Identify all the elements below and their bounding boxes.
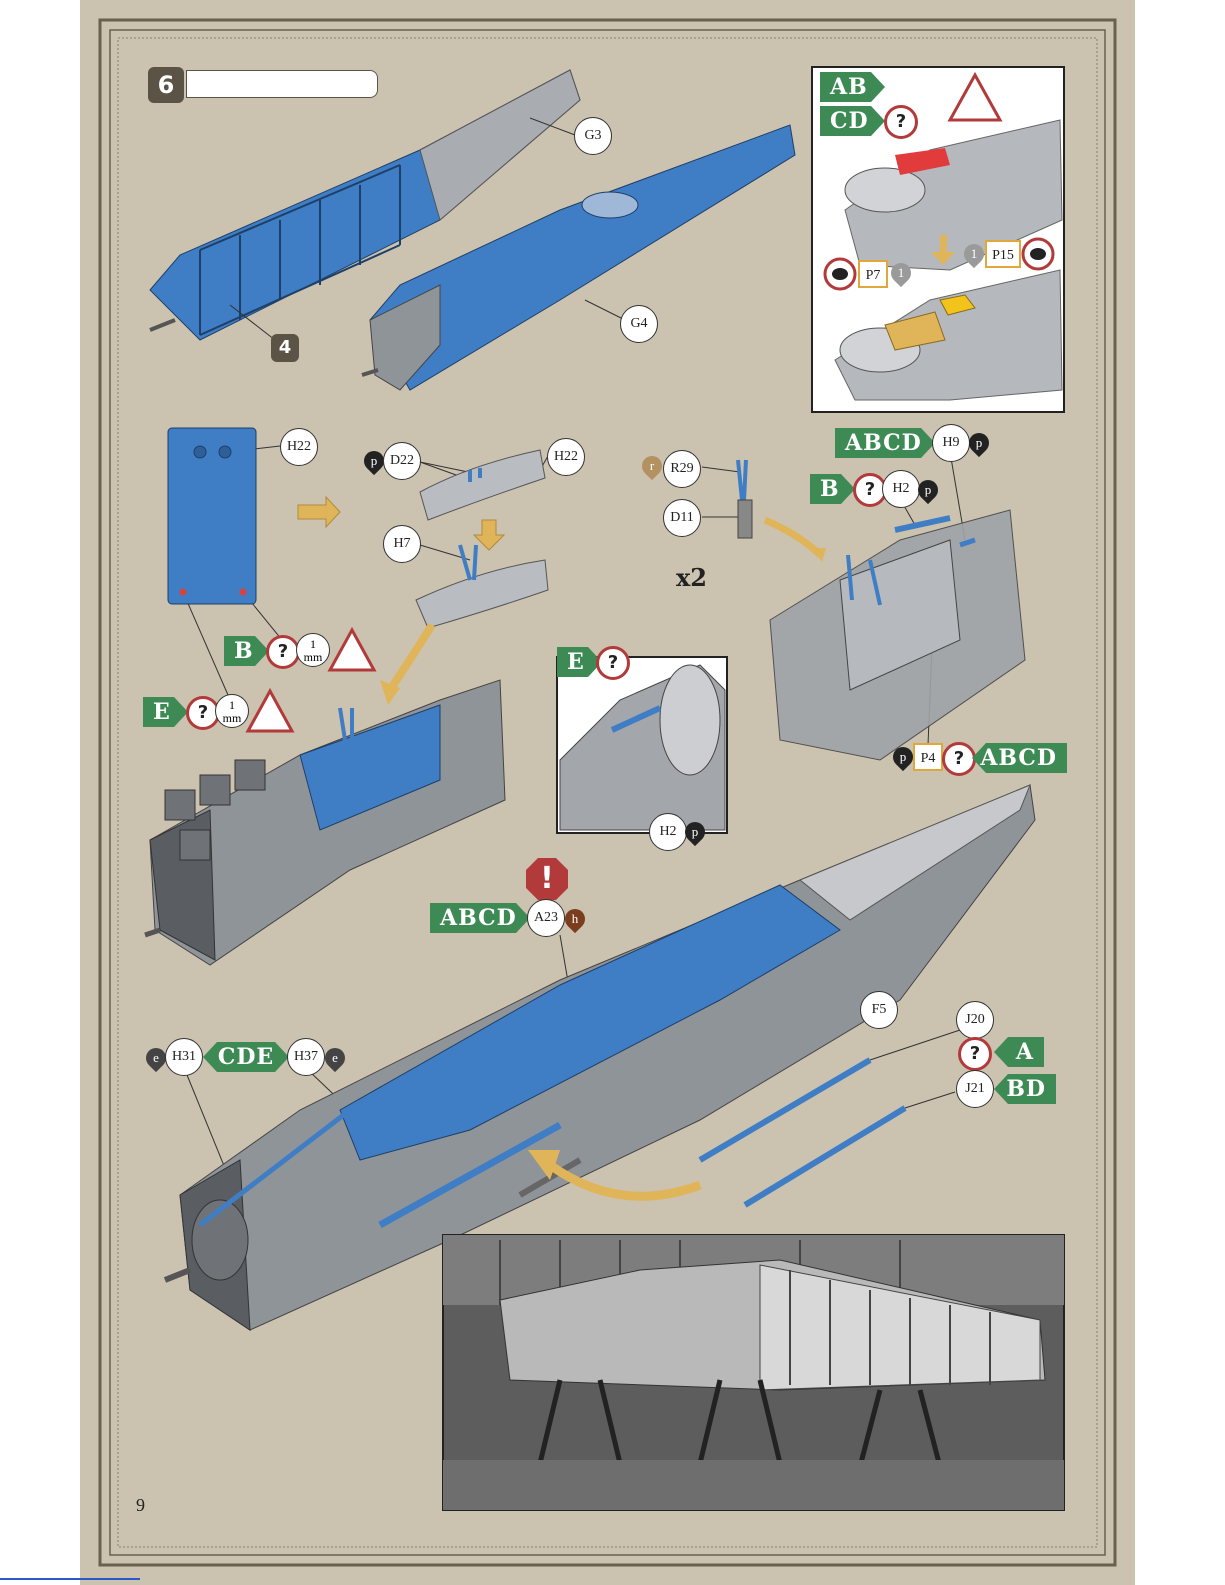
question-icon: ?: [942, 742, 976, 776]
drill-size-unit: mm: [304, 650, 323, 664]
question-icon: ?: [884, 105, 918, 139]
part-label-g4: G4: [620, 305, 658, 343]
part-label-h31: H31: [165, 1038, 203, 1076]
historic-photo: [443, 1235, 1064, 1510]
drill-warning-icon: [248, 691, 292, 731]
part-label-h22: H22: [280, 428, 318, 466]
drill-warning-icon: [330, 630, 374, 670]
inset-e-cockpit: [557, 657, 727, 833]
paint-drop-icon: p: [681, 818, 709, 846]
panel-h22-illustration: [168, 428, 256, 604]
part-label-p4: P4: [913, 743, 943, 771]
part-label-j20: J20: [956, 1001, 994, 1039]
grey-drop-icon: 1: [887, 259, 915, 287]
part-label-p7: P7: [858, 260, 888, 288]
part-label-h2-inset: H2: [649, 813, 687, 851]
paint-drop-icon: p: [914, 476, 942, 504]
cowl-panel-top: [420, 450, 545, 520]
part-label-d11: D11: [663, 499, 701, 537]
part-label-h37: H37: [287, 1038, 325, 1076]
part-label-g3: G3: [574, 117, 612, 155]
part-label-h22-top: H22: [547, 438, 585, 476]
sub-assembly-badge: 4: [271, 334, 299, 362]
tag-abcd-a23: ABCD: [430, 903, 530, 933]
drill-size-number: 1: [310, 637, 316, 651]
part-label-d22: D22: [383, 442, 421, 480]
enamel-drop-icon: e: [321, 1044, 349, 1072]
part-label-r29: R29: [663, 450, 701, 488]
multiplier-label: x2: [676, 563, 707, 592]
tag-cde: CDE: [203, 1042, 289, 1072]
resin-drop-icon: r: [638, 452, 666, 480]
brown-drop-icon: h: [561, 905, 589, 933]
part-label-h7: H7: [383, 525, 421, 563]
part-label-h2: H2: [882, 470, 920, 508]
drill-size-number: 1: [229, 698, 235, 712]
part-label-p15: P15: [985, 240, 1021, 268]
tag-abcd-h9: ABCD: [835, 428, 935, 458]
part-label-h9: H9: [932, 424, 970, 462]
cowl-panel-h7: [416, 545, 548, 628]
part-r29-d11: [738, 460, 752, 538]
warning-glyph: !: [526, 858, 568, 900]
question-icon: ?: [596, 646, 630, 680]
question-icon: ?: [266, 635, 300, 669]
drill-size-unit: mm: [223, 711, 242, 725]
grey-drop-icon: 1: [960, 240, 988, 268]
part-label-f5: F5: [860, 991, 898, 1029]
part-label-j21: J21: [956, 1070, 994, 1108]
tag-abcd-p4: ABCD: [972, 743, 1067, 773]
question-icon: ?: [958, 1037, 992, 1071]
paint-drop-icon: p: [965, 429, 993, 457]
page-number: 9: [136, 1495, 145, 1516]
part-label-a23: A23: [527, 899, 565, 937]
